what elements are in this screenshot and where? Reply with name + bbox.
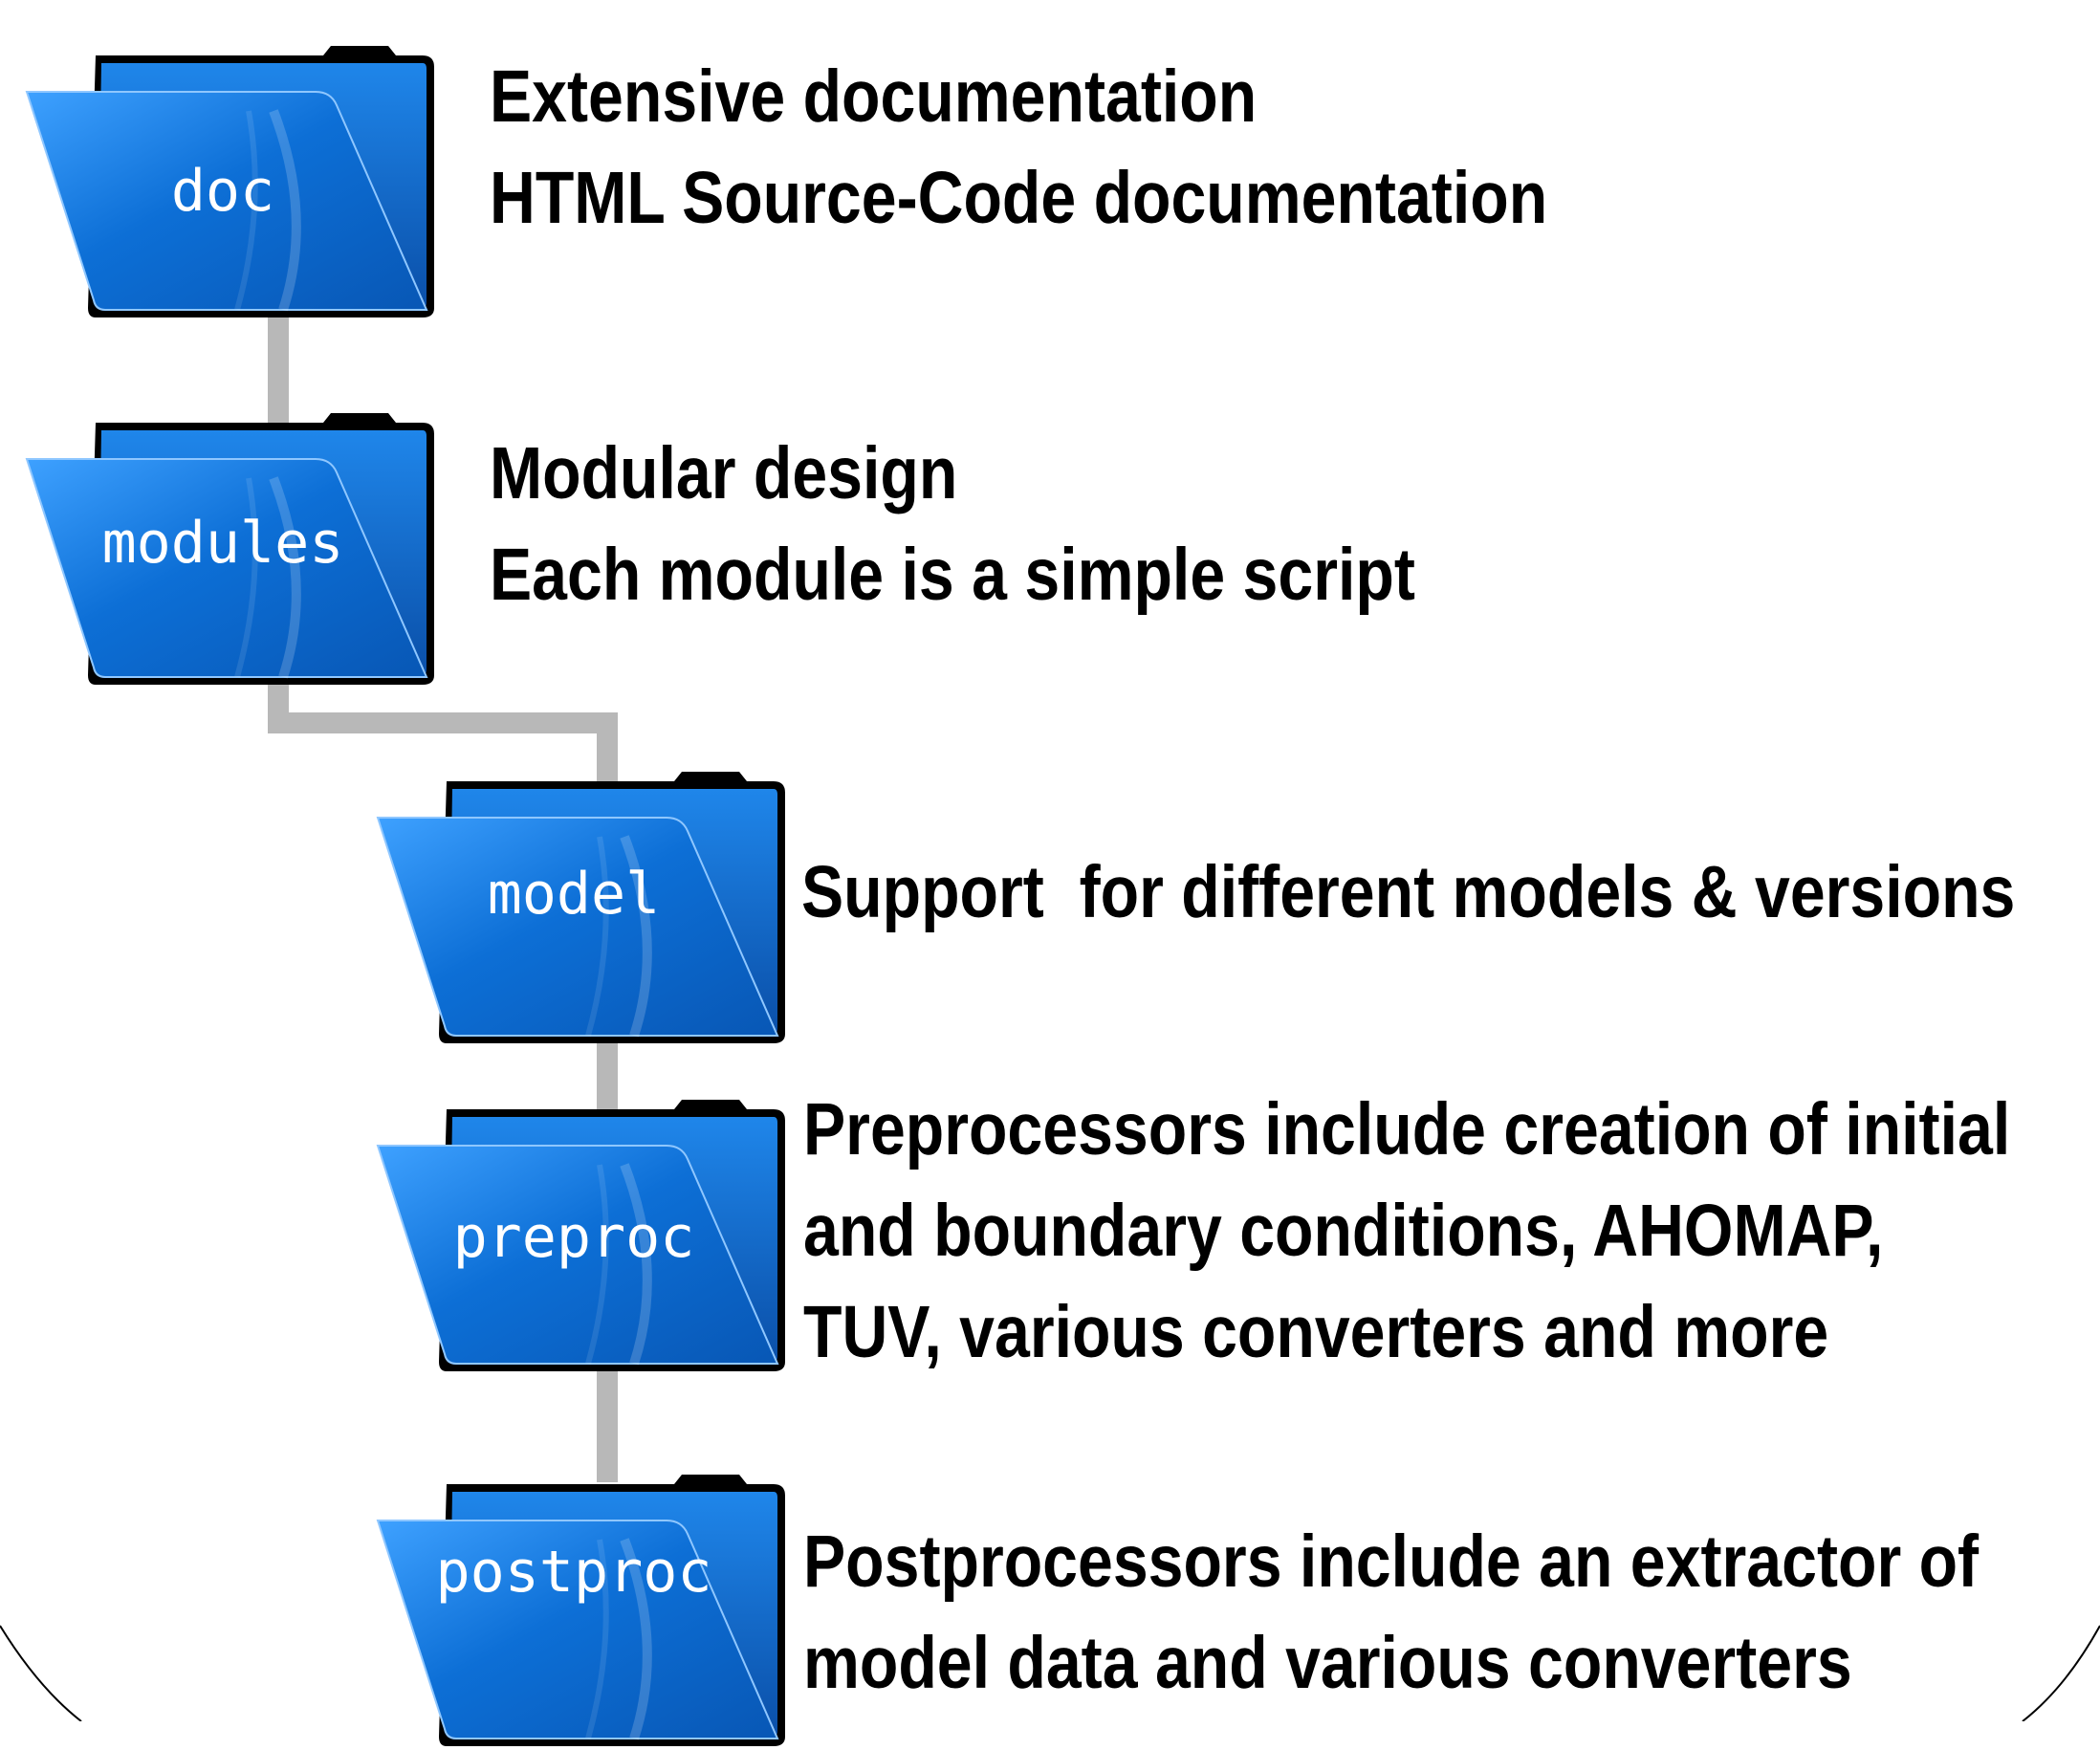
- connector-to-model: [597, 712, 618, 789]
- description-doc: Extensive documentation HTML Source-Code…: [490, 46, 1547, 249]
- folder-label-postproc: postproc: [435, 1539, 712, 1606]
- description-line: and boundary conditions, AHOMAP,: [803, 1190, 1884, 1272]
- connector-model-preproc: [597, 1038, 618, 1124]
- folder-icon: [25, 46, 434, 317]
- folder-modules[interactable]: modules: [25, 411, 434, 689]
- description-line: Modular design: [490, 432, 958, 514]
- folder-icon: [376, 1100, 785, 1371]
- folder-label-model: model: [487, 861, 661, 928]
- description-line: model data and various converters: [803, 1622, 1852, 1704]
- connector-doc-modules: [268, 311, 289, 426]
- folder-icon: [376, 772, 785, 1043]
- description-line: Each module is a simple script: [490, 534, 1415, 616]
- folder-preproc[interactable]: preproc: [376, 1098, 785, 1375]
- folder-label-modules: modules: [101, 510, 344, 577]
- folder-postproc[interactable]: postproc: [376, 1473, 785, 1750]
- folder-label-preproc: preproc: [452, 1204, 695, 1271]
- folder-doc[interactable]: doc: [25, 44, 434, 321]
- description-line: Extensive documentation: [490, 55, 1258, 138]
- description-preproc: Preprocessors include creation of initia…: [803, 1079, 2010, 1383]
- description-line: Postprocessors include an extractor of: [803, 1520, 1980, 1603]
- folder-label-doc: doc: [170, 158, 275, 225]
- connector-horizontal: [268, 712, 618, 733]
- description-modules: Modular design Each module is a simple s…: [490, 423, 1415, 625]
- description-line: Support for different models & versions: [801, 851, 2016, 933]
- description-line: HTML Source-Code documentation: [490, 157, 1548, 239]
- connector-preproc-postproc: [597, 1367, 618, 1482]
- description-postproc: Postprocessors include an extractor of m…: [803, 1511, 1979, 1714]
- folder-icon: [25, 413, 434, 685]
- folder-model[interactable]: model: [376, 770, 785, 1047]
- description-line: TUV, various converters and more: [803, 1291, 1829, 1373]
- folder-icon: [376, 1475, 785, 1746]
- description-model: Support for different models & versions: [801, 842, 2015, 943]
- description-line: Preprocessors include creation of initia…: [803, 1088, 2011, 1170]
